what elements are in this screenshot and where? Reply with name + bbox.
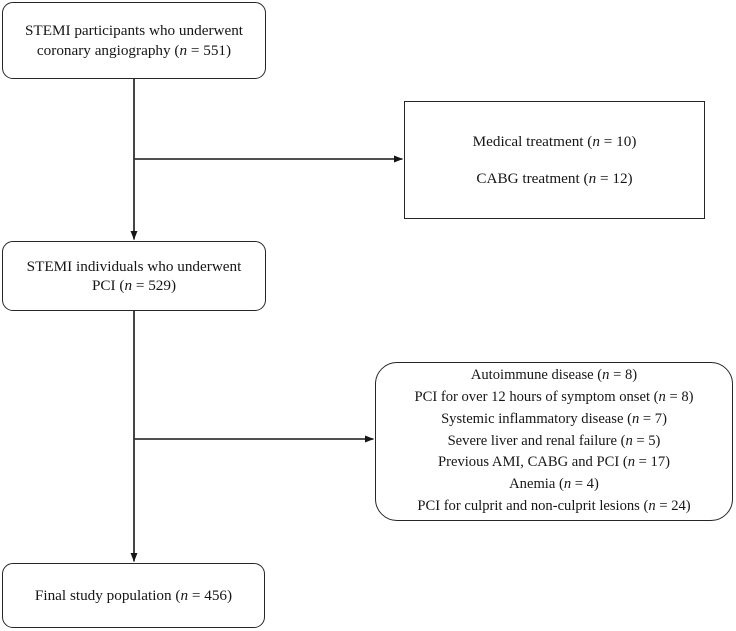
node-line: Anemia (n = 4)	[509, 476, 599, 493]
n-symbol: n	[588, 170, 597, 187]
node-medical-and-cabg-treatment: Medical treatment (n = 10) CABG treatmen…	[404, 101, 705, 219]
node-line: STEMI individuals who underwent	[26, 257, 242, 275]
node-line: PCI for over 12 hours of symptom onset (…	[414, 389, 694, 406]
node-line: Previous AMI, CABG and PCI (n = 17)	[437, 454, 670, 471]
node-line: Severe liver and renal failure (n = 5)	[447, 432, 661, 449]
node-line: Systemic inflammatory disease (n = 7)	[441, 410, 667, 427]
node-exclusion-criteria: Autoimmune disease (n = 8) PCI for over …	[375, 362, 733, 521]
node-line: Autoimmune disease (n = 8)	[470, 367, 638, 384]
node-line: STEMI participants who underwent	[24, 22, 244, 40]
node-line: CABG treatment (n = 12)	[476, 170, 633, 187]
n-symbol: n	[180, 586, 189, 604]
node-line: PCI (n = 529)	[91, 277, 177, 294]
node-line: coronary angiography (n = 551)	[36, 41, 232, 59]
n-symbol: n	[602, 367, 610, 384]
n-symbol: n	[124, 277, 133, 294]
n-symbol: n	[592, 132, 600, 150]
n-symbol: n	[563, 476, 572, 493]
n-symbol: n	[648, 497, 656, 514]
n-symbol: n	[631, 410, 640, 427]
node-stemi-participants-angiography: STEMI participants who underwent coronar…	[2, 2, 266, 79]
n-symbol: n	[658, 389, 666, 406]
node-line: PCI for culprit and non-culprit lesions …	[417, 497, 691, 514]
n-symbol: n	[627, 454, 636, 471]
n-symbol: n	[179, 41, 188, 59]
node-line: Final study population (n = 456)	[34, 586, 233, 604]
n-symbol: n	[625, 432, 633, 449]
node-line: Medical treatment (n = 10)	[472, 132, 637, 150]
node-stemi-individuals-pci: STEMI individuals who underwent PCI (n =…	[2, 241, 266, 311]
node-final-study-population: Final study population (n = 456)	[2, 563, 265, 628]
